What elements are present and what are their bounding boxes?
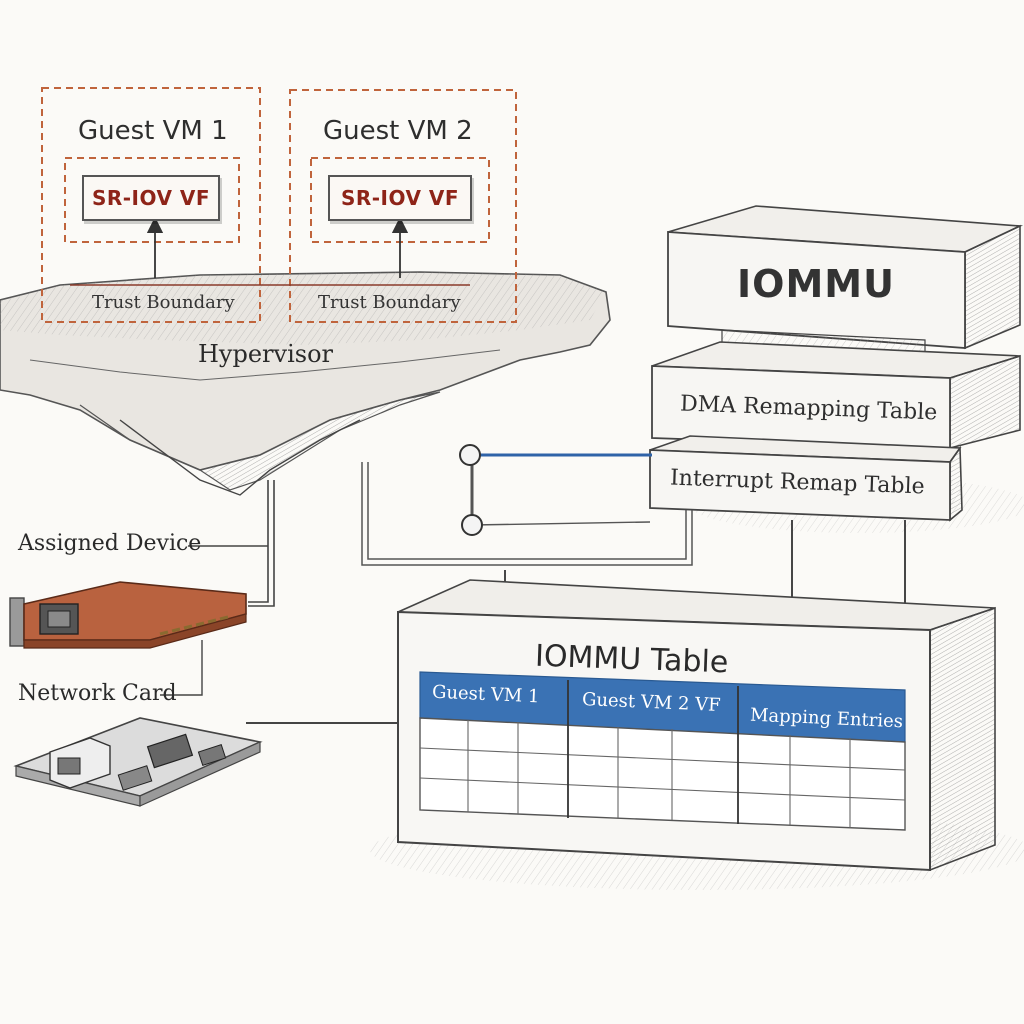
- vf-1-box: SR-IOV VF: [82, 175, 220, 221]
- vf-1-label: SR-IOV VF: [91, 186, 211, 210]
- iommu-label: IOMMU: [737, 262, 895, 306]
- guest-vm-1-frame: [41, 87, 261, 323]
- assigned-device-label: Assigned Device: [18, 531, 202, 556]
- assigned-device-drawing: [13, 717, 263, 807]
- hypervisor-iommu-link: [459, 444, 652, 536]
- trust-boundary-1-label: Trust Boundary: [92, 292, 235, 313]
- vf-2-box: SR-IOV VF: [328, 175, 472, 221]
- network-card-label: Network Card: [18, 681, 177, 706]
- iommu-table-title: IOMMU Table: [534, 638, 729, 681]
- hypervisor-label: Hypervisor: [198, 340, 333, 368]
- interrupt-remap-block: [649, 435, 963, 522]
- iommu-table-box: [397, 579, 996, 872]
- dma-remapping-block: [651, 341, 1021, 450]
- trust-boundary-2-label: Trust Boundary: [318, 292, 461, 313]
- column-header-guest-vm-1: Guest VM 1: [431, 681, 540, 708]
- guest-vm-2-title: Guest VM 2: [323, 116, 473, 146]
- network-card-drawing: [9, 581, 247, 649]
- guest-vm-1-title: Guest VM 1: [78, 116, 228, 146]
- vf-2-label: SR-IOV VF: [340, 186, 460, 210]
